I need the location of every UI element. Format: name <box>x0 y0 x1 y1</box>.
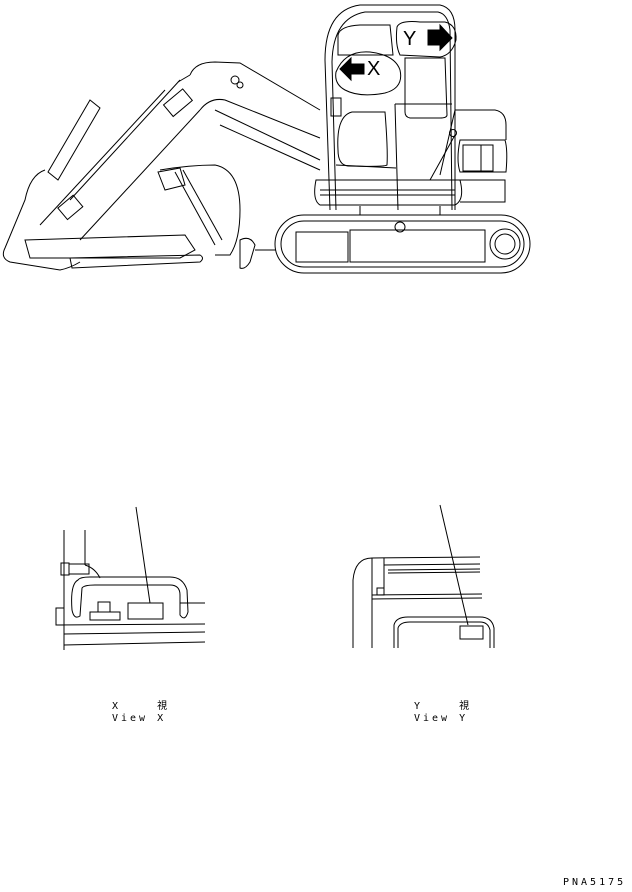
view-y-title-jp: Y 視 <box>414 701 473 712</box>
callout-x-bubble <box>335 51 402 96</box>
drawing-number: PNA5175 <box>563 877 627 888</box>
arm <box>2 99 101 271</box>
callout-y-bubble <box>395 21 457 58</box>
view-x-title-en: View X <box>112 713 167 724</box>
upper-structure <box>314 109 508 206</box>
view-x-title-jp: X 視 <box>112 701 171 712</box>
view-y-title-en: View Y <box>414 713 469 724</box>
bucket <box>24 164 241 269</box>
boom <box>39 61 321 241</box>
track <box>274 206 531 274</box>
callout-x-label: X <box>367 58 381 80</box>
dozer-blade <box>239 237 276 269</box>
callout-y-label: Y <box>403 28 417 50</box>
